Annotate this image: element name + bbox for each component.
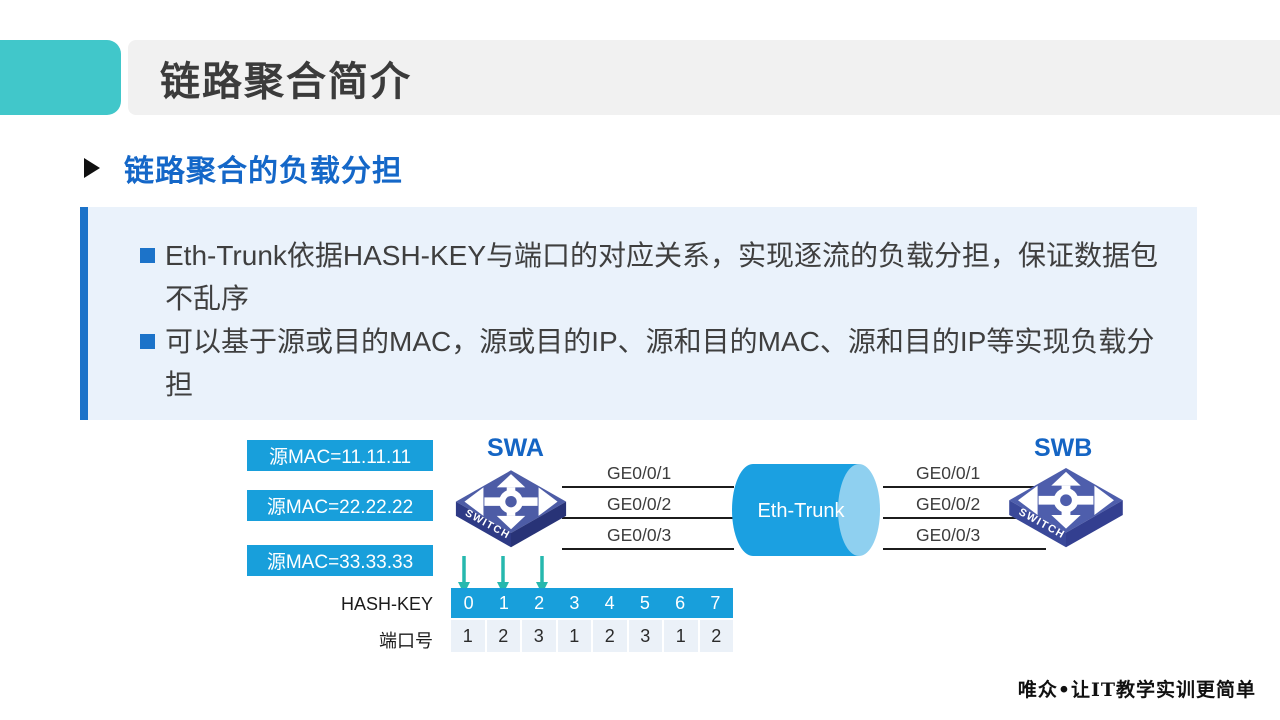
source-mac-label: 源MAC=22.22.22 xyxy=(247,490,433,521)
bullet-text: Eth-Trunk依据HASH-KEY与端口的对应关系，实现逐流的负载分担，保证… xyxy=(165,240,1159,314)
link-line xyxy=(883,548,1046,550)
eth-trunk-cylinder: Eth-Trunk xyxy=(732,464,880,556)
port-number-cell: 1 xyxy=(557,620,591,652)
port-number-row-label: 端口号 xyxy=(379,631,433,651)
hash-key-row: 0 1 2 3 4 5 6 7 xyxy=(451,588,733,618)
page-title: 链路聚合简介 xyxy=(160,59,412,104)
link-line xyxy=(562,548,734,550)
port-number-cell: 1 xyxy=(451,620,485,652)
link-line xyxy=(883,517,1046,519)
port-label-right: GE0/0/3 xyxy=(916,525,981,545)
hash-key-cell: 6 xyxy=(675,592,686,613)
port-label-right: GE0/0/2 xyxy=(916,494,981,514)
link-line xyxy=(883,486,1046,488)
port-label-left: GE0/0/3 xyxy=(607,525,672,545)
square-bullet-icon xyxy=(140,334,155,349)
hash-key-cell: 0 xyxy=(463,592,474,613)
switch-b-icon: SWITCH xyxy=(1009,467,1123,548)
port-number-cell: 1 xyxy=(664,620,698,652)
source-mac-label: 源MAC=33.33.33 xyxy=(247,545,433,576)
hash-key-cell: 7 xyxy=(710,592,721,613)
link-line xyxy=(562,486,734,488)
switch-a-name: SWA xyxy=(487,434,544,462)
square-bullet-icon xyxy=(140,248,155,263)
switch-b-name: SWB xyxy=(1034,434,1093,462)
hash-key-cell: 4 xyxy=(604,592,615,613)
subtitle-row: 链路聚合的负载分担 xyxy=(84,149,403,188)
eth-trunk-label: Eth-Trunk xyxy=(757,500,845,522)
hash-key-cell: 3 xyxy=(569,592,580,613)
hash-key-cell: 5 xyxy=(639,592,650,613)
port-number-cell: 3 xyxy=(628,620,662,652)
port-label-left: GE0/0/1 xyxy=(607,463,672,483)
content-box: Eth-Trunk依据HASH-KEY与端口的对应关系，实现逐流的负载分担，保证… xyxy=(88,207,1197,420)
triangle-bullet-icon xyxy=(84,158,100,178)
title-accent-block xyxy=(0,40,121,115)
port-number-cell: 3 xyxy=(522,620,556,652)
switch-a-icon: SWITCH xyxy=(455,470,567,548)
content-accent-bar xyxy=(80,207,88,420)
port-number-cell: 2 xyxy=(699,620,733,652)
hash-key-cell: 1 xyxy=(498,592,509,613)
section-heading: 链路聚合的负载分担 xyxy=(124,155,403,188)
port-number-cell: 2 xyxy=(486,620,520,652)
link-line xyxy=(562,517,734,519)
hash-key-cell: 2 xyxy=(534,592,545,613)
hash-key-row-label: HASH-KEY xyxy=(340,594,433,614)
port-label-left: GE0/0/2 xyxy=(607,494,672,514)
title-bar: 链路聚合简介 xyxy=(128,40,1280,115)
bullet-item: 可以基于源或目的MAC，源或目的IP、源和目的MAC、源和目的IP等实现负载分担 xyxy=(140,320,1177,406)
bullet-item: Eth-Trunk依据HASH-KEY与端口的对应关系，实现逐流的负载分担，保证… xyxy=(140,234,1177,320)
source-mac-label: 源MAC=11.11.11 xyxy=(247,440,433,471)
footer-slogan: 唯众•让IT教学实训更简单 xyxy=(1017,679,1256,701)
port-number-cell: 2 xyxy=(593,620,627,652)
bullet-text: 可以基于源或目的MAC，源或目的IP、源和目的MAC、源和目的IP等实现负载分担 xyxy=(165,326,1155,400)
port-number-row: 1 2 3 1 2 3 1 2 xyxy=(451,620,733,652)
port-label-right: GE0/0/1 xyxy=(916,463,981,483)
